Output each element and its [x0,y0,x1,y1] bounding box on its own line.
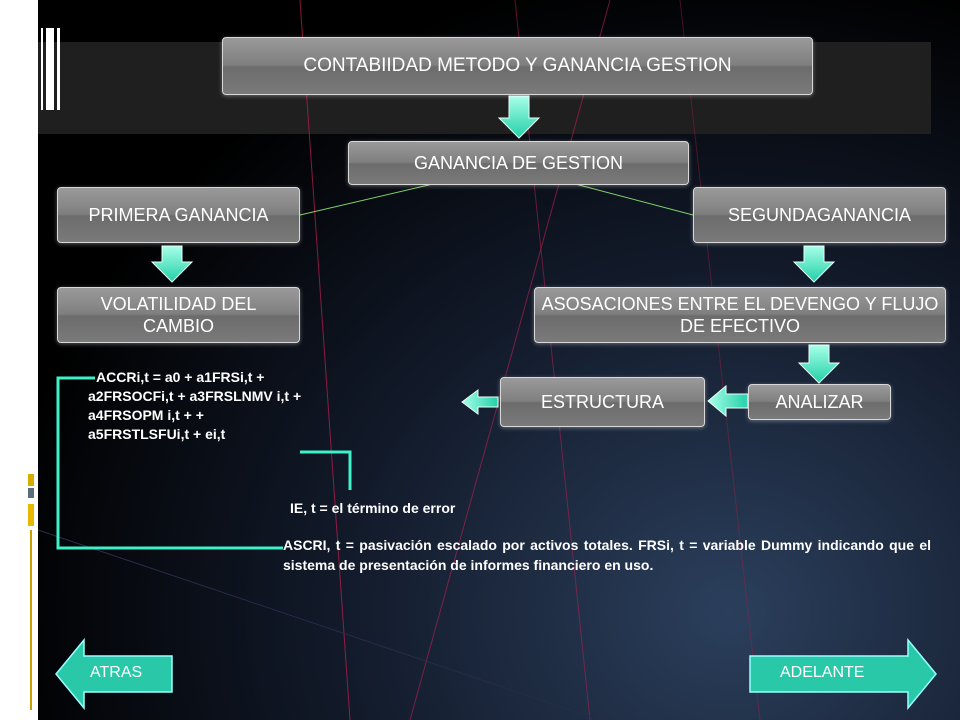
node-label: GANANCIA DE GESTION [413,153,624,173]
formula-line: ACCRi,t = a0 + a1FRSi,t + [96,369,265,385]
bracket-line [300,450,352,490]
node-label: ASOSACIONES ENTRE EL DEVENGO Y FLUJO DE … [541,294,939,336]
arrow-left-icon [707,384,749,418]
title-box: CONTABIIDAD METODO Y GANANCIA GESTION [222,37,813,95]
left-accent-bar [28,488,34,498]
node-primera-ganancia: PRIMERA GANANCIA [57,187,300,243]
back-label: ATRAS [90,664,143,681]
connector-line [299,179,451,216]
left-accent-bar [28,504,34,526]
node-asosaciones: ASOSACIONES ENTRE EL DEVENGO Y FLUJO DE … [534,287,946,343]
arrow-left-icon [461,389,499,415]
formula-line: a2FRSOCFi,t + a3FRSLNMV i,t + [88,388,302,404]
node-label: PRIMERA GANANCIA [88,205,269,225]
arrow-down-icon [797,344,841,384]
node-ganancia-gestion: GANANCIA DE GESTION [348,141,689,185]
arrow-down-icon [792,245,836,283]
next-label: ADELANTE [780,664,865,681]
bracket-line [56,376,283,550]
arrow-down-icon [497,95,541,139]
definitions-text: ASCRI, t = pasivación escalado por activ… [283,537,931,573]
formula-block: ACCRi,t = a0 + a1FRSi,t + a2FRSOCFi,t + … [88,368,448,444]
left-accent-bar [30,530,32,710]
node-label: ANALIZAR [775,392,864,412]
next-button[interactable]: ADELANTE [780,664,864,682]
left-accent-bar [28,474,34,486]
next-arrow-icon [749,637,937,711]
formula-line: a4FRSOPM i,t + + [88,407,204,423]
connector-line [559,179,694,216]
node-analizar: ANALIZAR [748,384,891,420]
node-estructura: ESTRUCTURA [500,377,705,427]
node-label: VOLATILIDAD DEL CAMBIO [100,294,257,336]
node-volatilidad: VOLATILIDAD DEL CAMBIO [57,287,300,343]
node-label: ESTRUCTURA [540,392,664,412]
node-segunda-ganancia: SEGUNDAGANANCIA [693,187,946,243]
arrow-down-icon [150,245,194,283]
node-label: SEGUNDAGANANCIA [727,205,912,225]
title-text: CONTABIIDAD METODO Y GANANCIA GESTION [303,55,732,76]
back-arrow-icon [55,637,173,711]
back-button[interactable]: ATRAS [90,664,142,682]
error-term-text: IE, t = el término de error [290,500,456,516]
formula-line: a5FRSTLSFUi,t + ei,t [88,426,226,442]
